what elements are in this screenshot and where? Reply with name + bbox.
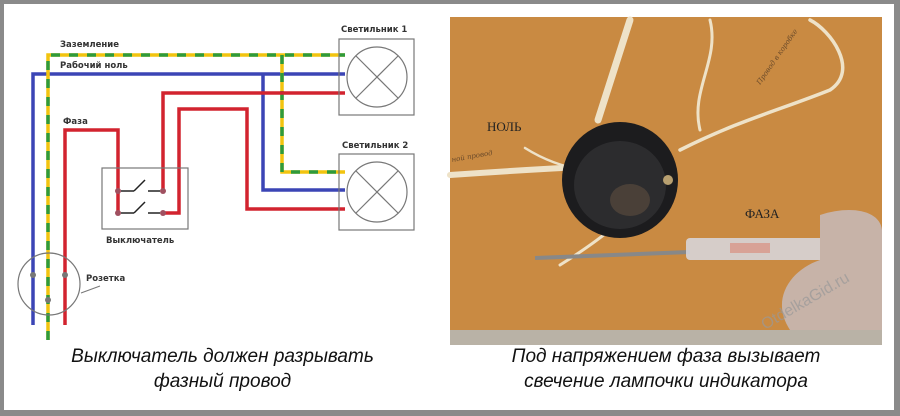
hand <box>781 210 882 330</box>
diagram-caption-line1: Выключатель должен разрывать <box>71 346 374 367</box>
lamp2-phase-wire <box>163 107 345 215</box>
ground-wire-stripe <box>46 53 345 340</box>
lamp1-phase-wire <box>161 91 345 191</box>
ground-label: Заземление <box>60 40 119 50</box>
socket-label: Розетка <box>86 274 125 284</box>
photo-caption-line1: Под напряжением фаза вызывает <box>511 346 821 367</box>
diagram-caption-line2: фазный провод <box>153 371 292 392</box>
photo-caption-line2: свечение лампочки индикатора <box>524 371 808 392</box>
switch-label: Выключатель <box>106 236 174 246</box>
neutral-label: Рабочий ноль <box>60 60 128 71</box>
phase-label: Фаза <box>63 117 88 127</box>
lamp1-symbol <box>338 38 415 116</box>
neutral-branch-wire <box>261 74 345 192</box>
lamp2-label: Светильник 2 <box>342 141 408 151</box>
table-edge <box>450 330 882 345</box>
junction-box <box>562 122 678 238</box>
voltage-tester <box>534 238 831 260</box>
phase-wire <box>63 128 120 325</box>
diagram-caption: Выключатель должен разрывать фазный пров… <box>10 344 435 394</box>
phase-photo-label: ФАЗА <box>745 206 780 221</box>
socket-symbol <box>17 252 101 316</box>
photo-caption: Под напряжением фаза вызывает свечение л… <box>450 344 882 394</box>
neutral-wire <box>31 72 345 325</box>
neutral-photo-label: НОЛЬ <box>487 119 522 134</box>
lamp1-label: Светильник 1 <box>341 25 407 35</box>
switch-symbol <box>101 167 189 230</box>
lamp2-symbol <box>338 153 415 231</box>
